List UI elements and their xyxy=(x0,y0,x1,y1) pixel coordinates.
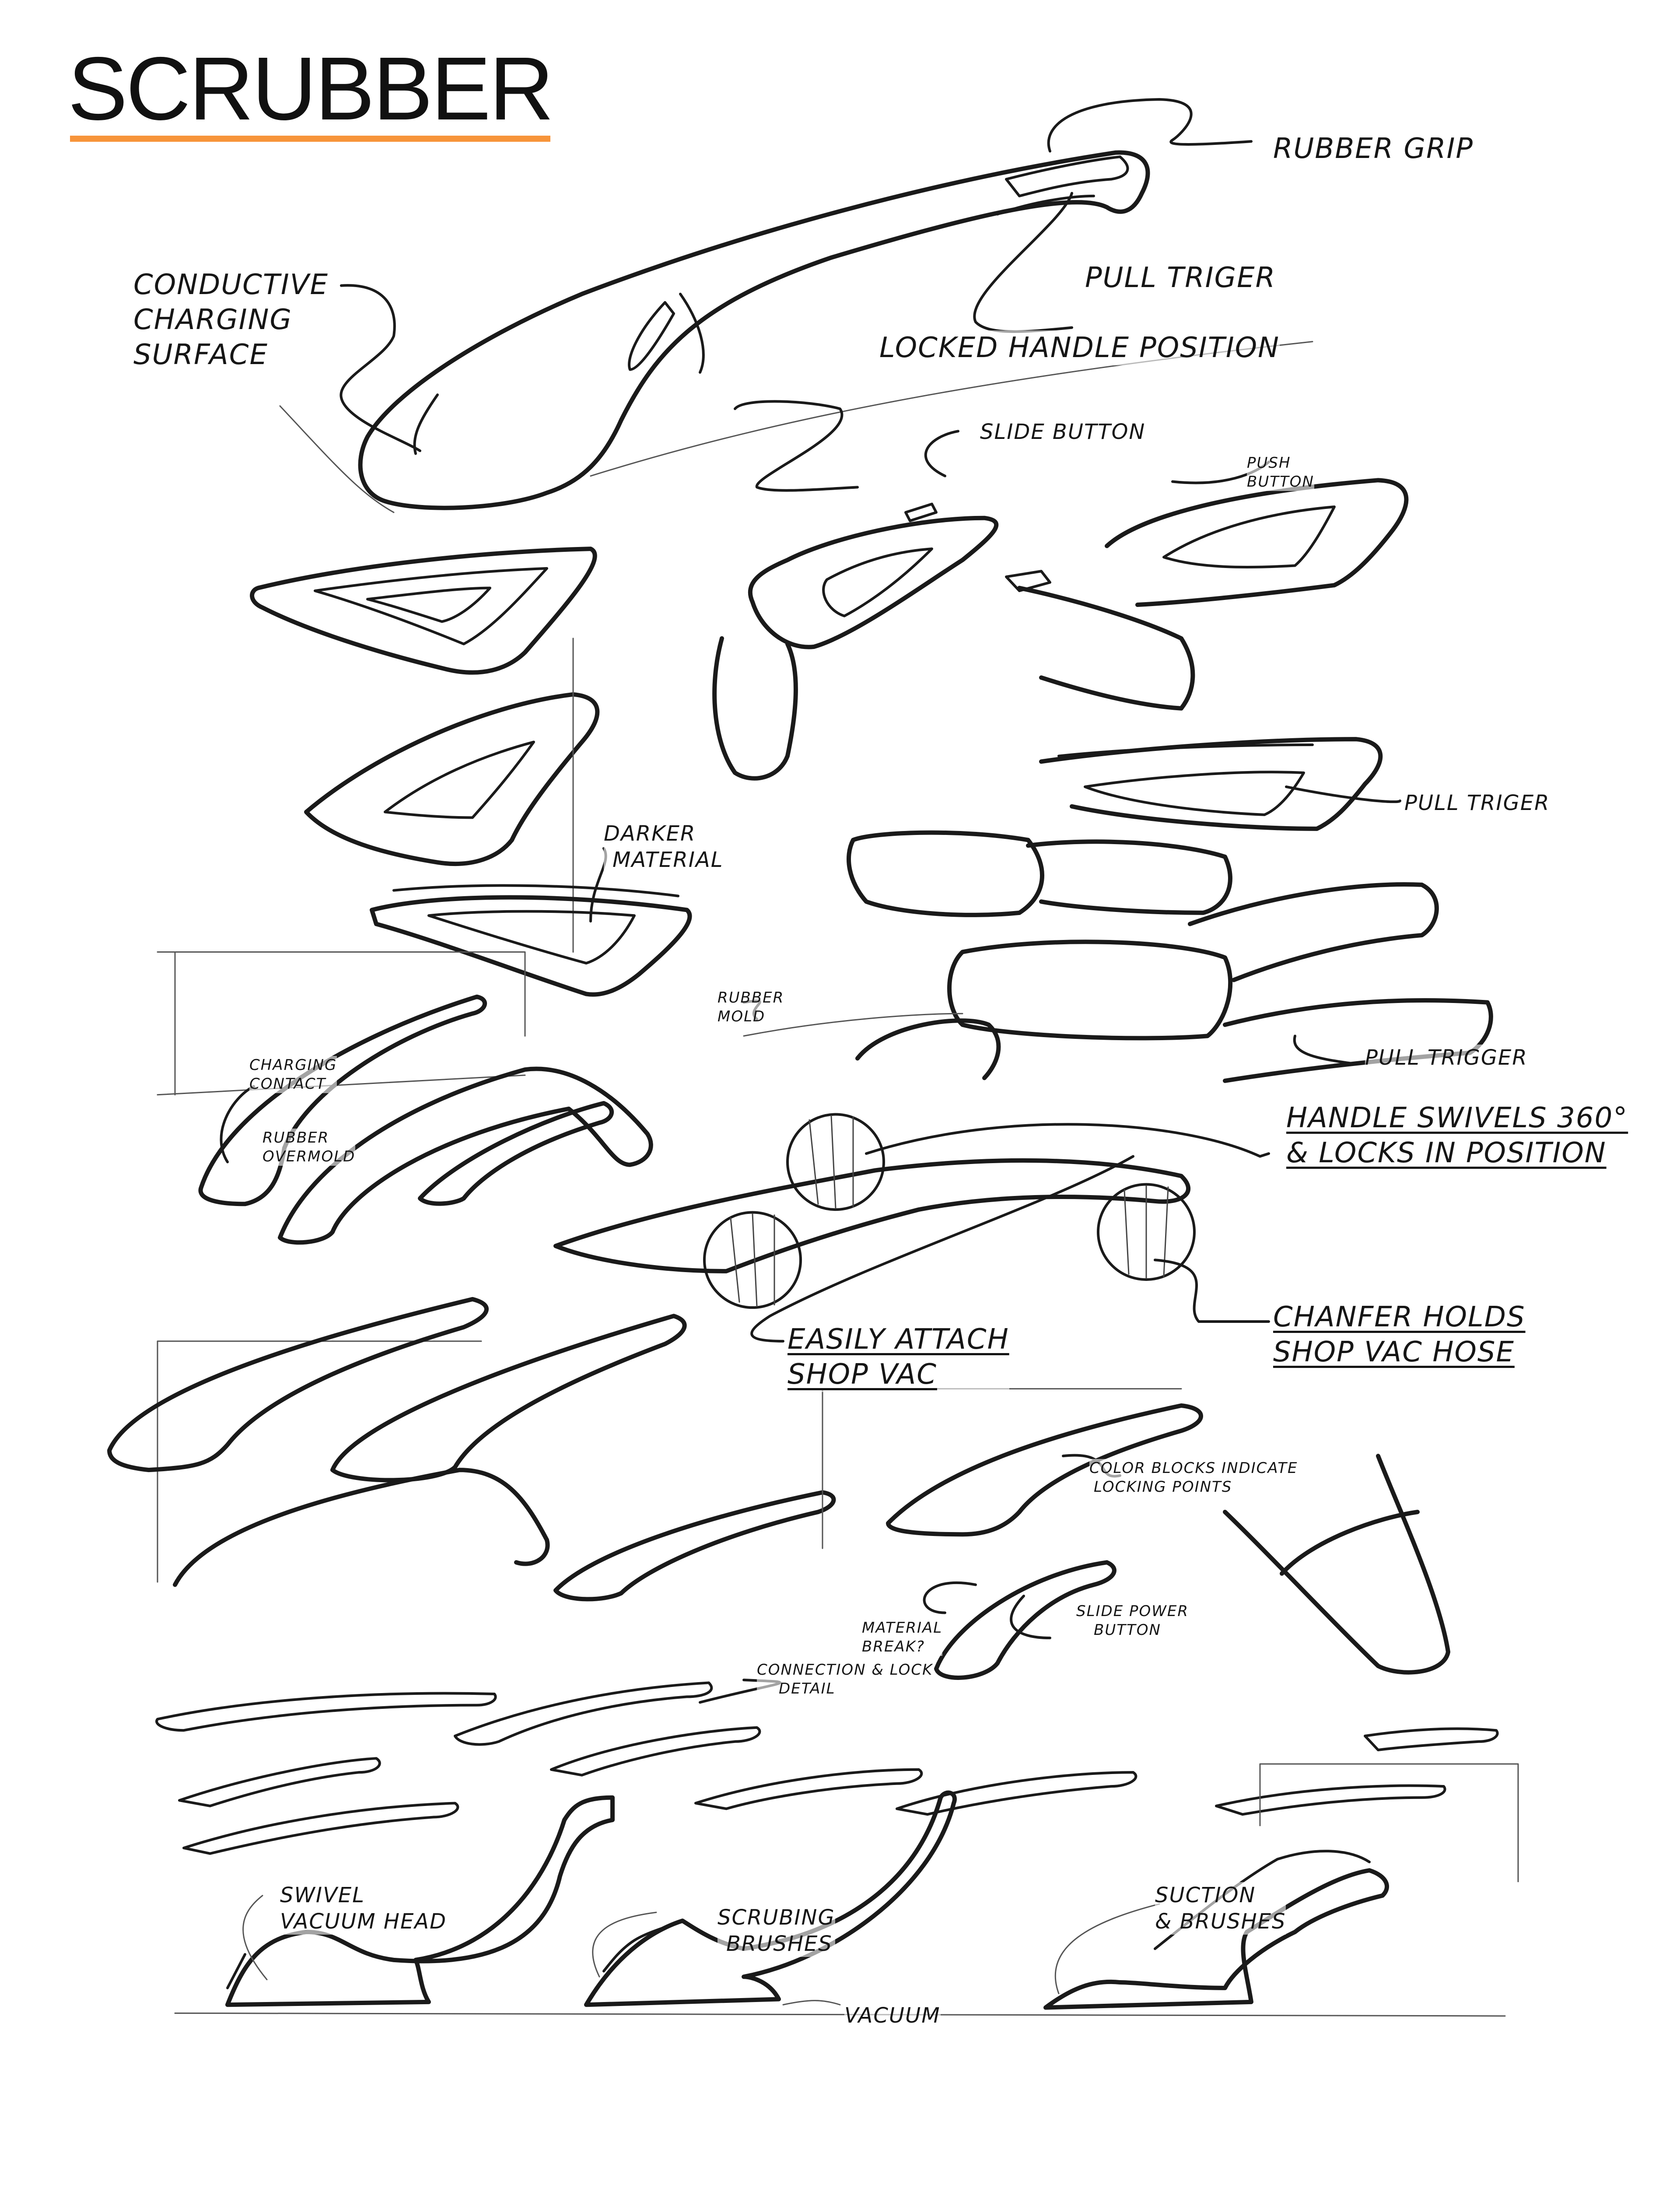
label-line: Overmold xyxy=(262,1147,356,1165)
label-line: Button xyxy=(1094,1621,1161,1639)
label-color-blocks: Color Blocks Indicate Locking Points xyxy=(1089,1459,1298,1496)
label-line: Contact xyxy=(249,1075,326,1093)
label-line: Suction xyxy=(1155,1883,1256,1907)
label-handle-swivels: Handle Swivels 360° & Locks In Position xyxy=(1286,1101,1628,1171)
label-line: & Locks In Position xyxy=(1286,1137,1606,1169)
label-pull-triger-top: Pull Triger xyxy=(1085,260,1276,295)
label-line: Brushes xyxy=(726,1932,833,1956)
label-scrubing-brushes: Scrubing Brushes xyxy=(718,1904,835,1957)
label-line: Shop Vac xyxy=(788,1358,937,1391)
label-line: Push xyxy=(1247,454,1291,472)
label-line: Swivel xyxy=(280,1883,365,1907)
label-line: Conductive xyxy=(133,269,329,301)
label-charging-contact: Charging Contact xyxy=(249,1056,337,1093)
label-line: Detail xyxy=(779,1680,836,1697)
hero-handle-outline xyxy=(360,153,1148,508)
tall-handle-concepts xyxy=(109,1299,1448,1678)
page-title: SCRUBBER xyxy=(68,39,554,139)
sketch-drawings xyxy=(0,0,1680,2087)
rubber-grip-band xyxy=(1006,157,1127,196)
block-handle-main xyxy=(949,942,1230,1038)
label-line: Rubber xyxy=(262,1129,329,1147)
arched-handle-concepts xyxy=(158,952,651,1242)
label-swivel-vacuum-head: Swivel Vacuum Head xyxy=(280,1882,447,1935)
label-line: Surface xyxy=(133,339,268,371)
slide-button-shape xyxy=(906,504,936,521)
label-slide-button: Slide Button xyxy=(980,419,1146,445)
label-darker-material: Darker Material xyxy=(604,820,724,873)
label-line: Charging xyxy=(133,304,292,336)
label-conductive-charging-surface: Conductive Charging Surface xyxy=(133,267,329,372)
charging-strip-lower xyxy=(414,395,438,453)
label-vacuum: Vacuum xyxy=(844,2002,941,2029)
hero-handle-sketch xyxy=(280,153,1312,512)
label-locked-handle-position: Locked Handle Position xyxy=(879,330,1280,365)
swivel-concept xyxy=(556,1115,1269,1341)
label-easily-attach: Easily Attach Shop Vac xyxy=(788,1322,1009,1392)
label-rubber-overmold: Rubber Overmold xyxy=(262,1129,356,1166)
triangle-handle-3 xyxy=(1107,480,1406,605)
label-chanfer-holds: Chanfer Holds Shop Vac Hose xyxy=(1273,1300,1526,1370)
swivel-ball-1 xyxy=(788,1115,884,1210)
label-pull-triger-mid: Pull Triger xyxy=(1404,790,1550,816)
label-line: Chanfer Holds xyxy=(1273,1301,1526,1333)
label-line: Vacuum Head xyxy=(280,1909,447,1934)
label-line: Mold xyxy=(718,1007,766,1025)
sketch-sheet: SCRUBBER Rubber Grip Pull Triger Locked … xyxy=(0,0,1680,2087)
label-line: Handle Swivels 360° xyxy=(1286,1102,1628,1134)
label-line: Darker xyxy=(604,821,696,846)
label-slide-power-button: Slide Power Button xyxy=(1076,1602,1189,1639)
push-button-shape xyxy=(1006,571,1050,591)
label-connection-lock: Connection & Lock Detail xyxy=(757,1661,933,1698)
label-line: Button xyxy=(1247,473,1314,491)
label-line: Charging xyxy=(249,1056,337,1074)
label-line: Material xyxy=(612,848,724,872)
hero-ground xyxy=(280,406,394,512)
block-handle-concepts xyxy=(744,833,1491,1081)
swivel-ball-2 xyxy=(704,1213,801,1308)
label-line: Rubber xyxy=(718,989,784,1006)
pull-trigger-slot xyxy=(998,196,1094,214)
triangle-handle-6 xyxy=(1041,739,1380,829)
label-line: Locking Points xyxy=(1094,1478,1232,1496)
label-suction-brushes: Suction & Brushes xyxy=(1155,1882,1286,1935)
locked-joint-ring xyxy=(680,294,704,372)
label-line: Break? xyxy=(862,1637,925,1655)
triangle-handle-1 xyxy=(252,549,595,673)
label-line: Easily Attach xyxy=(788,1323,1009,1356)
triangle-handle-2 xyxy=(750,518,996,647)
label-line: Slide Power xyxy=(1076,1602,1189,1620)
swivel-ball-3 xyxy=(1098,1185,1194,1280)
label-rubber-mold: Rubber Mold xyxy=(718,989,784,1026)
charging-surface-strip xyxy=(629,302,674,370)
triangle-handle-4 xyxy=(714,638,796,778)
label-line: Color Blocks Indicate xyxy=(1089,1459,1298,1477)
label-rubber-grip: Rubber Grip xyxy=(1273,131,1474,166)
label-line: Connection & Lock xyxy=(757,1661,933,1679)
label-pull-trigger: Pull Trigger xyxy=(1365,1045,1528,1071)
label-material-break: Material Break? xyxy=(862,1619,943,1656)
triangle-handle-concepts xyxy=(252,480,1406,994)
profile-scrubbing-brushes xyxy=(586,1793,955,2005)
swivel-handle xyxy=(556,1161,1188,1271)
label-line: Material xyxy=(862,1619,943,1637)
label-push-button: Push Button xyxy=(1247,454,1314,491)
label-line: Scrubing xyxy=(718,1905,835,1930)
small-handle-variants xyxy=(157,1683,1518,1881)
label-line: & Brushes xyxy=(1155,1909,1286,1934)
title-underline xyxy=(70,136,550,142)
triangle-handle-darker-material xyxy=(372,898,690,995)
label-line: Shop Vac Hose xyxy=(1273,1336,1515,1368)
triangle-handle-5 xyxy=(306,694,597,864)
